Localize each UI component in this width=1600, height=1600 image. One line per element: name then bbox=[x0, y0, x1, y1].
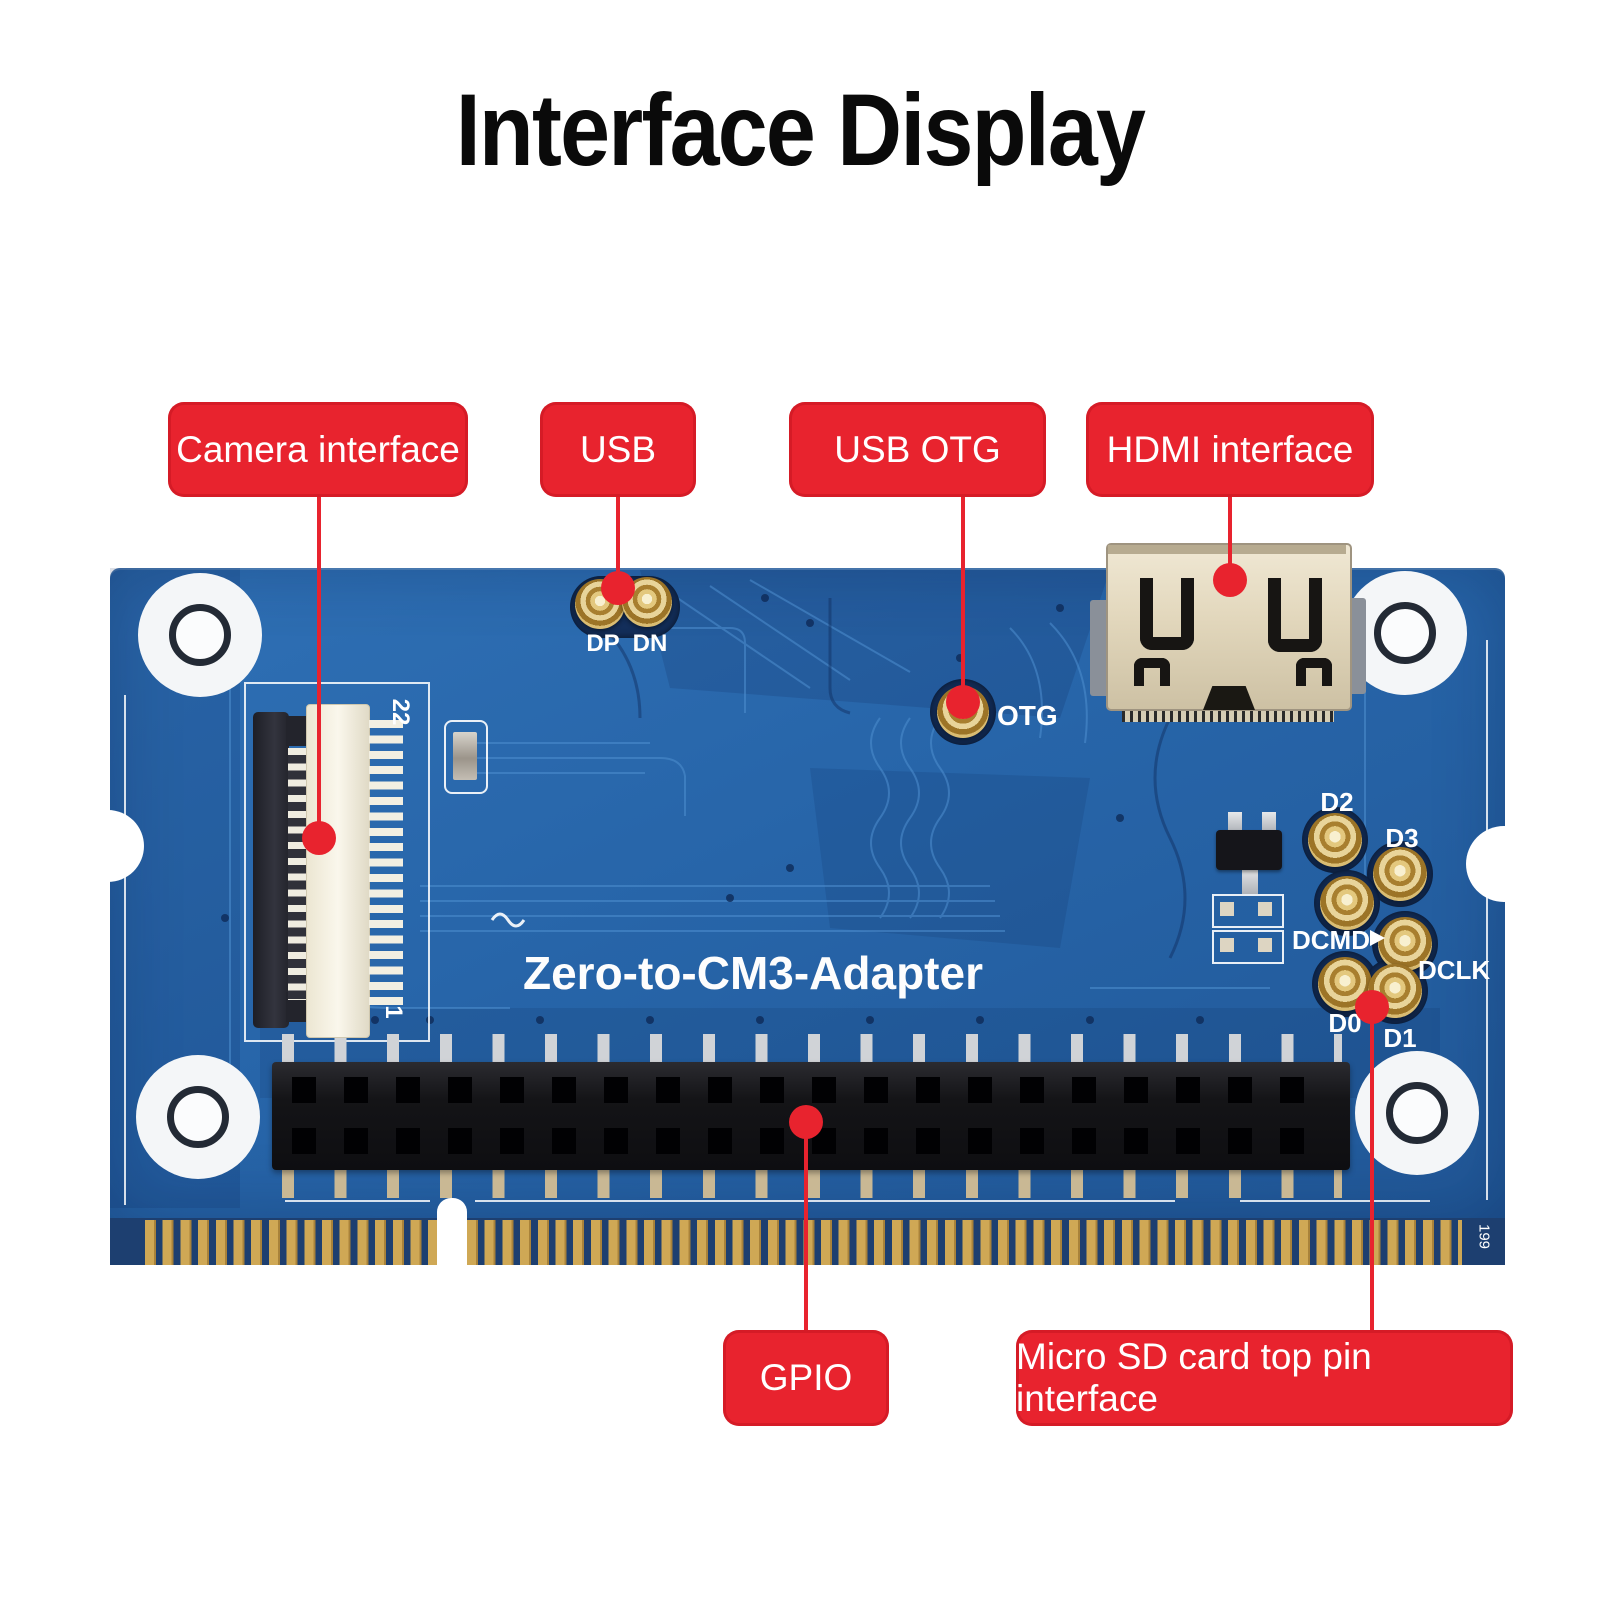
silk-bottom-dash bbox=[1240, 1200, 1430, 1202]
silk-bottom-dash bbox=[475, 1200, 1175, 1202]
microsd-leader-dot bbox=[1355, 990, 1389, 1024]
callout-usb-otg: USB OTG bbox=[789, 402, 1046, 497]
sd-dclk-pogo-pin bbox=[1378, 917, 1432, 971]
silk-ffc-pin22-label: 22 bbox=[387, 698, 414, 726]
callout-camera-interface: Camera interface bbox=[168, 402, 468, 497]
silk-d1-label: D1 bbox=[1383, 1023, 1417, 1053]
hdmi-leader-dot bbox=[1213, 563, 1247, 597]
sot23-transistor bbox=[1216, 830, 1282, 870]
hdmi-cutout-u-left bbox=[1140, 578, 1194, 650]
gpio-solder-pins-top bbox=[282, 1034, 1342, 1062]
usb-otg-leader-line bbox=[961, 497, 965, 702]
transistor-lead bbox=[1242, 868, 1258, 894]
solder-pad bbox=[1258, 938, 1272, 952]
silk-left-line bbox=[124, 695, 126, 1205]
usb-otg-leader-dot bbox=[946, 685, 980, 719]
silk-d3-label: D3 bbox=[1385, 823, 1419, 853]
silkscreen-pad-box bbox=[1212, 930, 1284, 964]
microsd-leader-line bbox=[1370, 1007, 1374, 1330]
smd-capacitor bbox=[453, 732, 477, 780]
callout-hdmi-interface: HDMI interface bbox=[1086, 402, 1374, 497]
gpio-leader-dot bbox=[789, 1105, 823, 1139]
hdmi-cutout-u-right bbox=[1268, 578, 1322, 652]
hdmi-center-tab bbox=[1203, 686, 1255, 710]
silk-dcmd-label: DCMD bbox=[1292, 925, 1370, 955]
gpio-leader-line bbox=[804, 1122, 808, 1330]
sd-d3-pogo-pin bbox=[1373, 847, 1427, 901]
camera-leader-line bbox=[317, 497, 321, 838]
camera-connector-pins-left bbox=[288, 748, 308, 1000]
gold-fingers-right bbox=[467, 1220, 1462, 1265]
board-left-notch bbox=[72, 810, 144, 882]
board-name-silkscreen: Zero-to-CM3-Adapter bbox=[523, 947, 983, 999]
sd-dcmd-pogo-pin bbox=[1320, 876, 1374, 930]
silk-ffc-pin1-label: 1 bbox=[380, 1005, 407, 1019]
hdmi-cutout-n-left bbox=[1134, 658, 1170, 686]
smd-capacitor-silkscreen bbox=[444, 720, 488, 794]
hdmi-connector-top-edge bbox=[1108, 545, 1346, 554]
silk-otg-label: OTG bbox=[997, 700, 1058, 731]
sd-d2-pogo-pin bbox=[1308, 813, 1362, 867]
silk-edge-code: 199 bbox=[1475, 1223, 1493, 1250]
mounting-hole-ring bbox=[169, 604, 231, 666]
usb-leader-line bbox=[616, 497, 620, 588]
silkscreen-pad-box bbox=[1212, 894, 1284, 928]
solder-pad bbox=[1258, 902, 1272, 916]
callout-usb: USB bbox=[540, 402, 696, 497]
gold-fingers-left bbox=[145, 1220, 437, 1265]
camera-leader-dot bbox=[302, 821, 336, 855]
silk-dclk-label: DCLK bbox=[1418, 955, 1491, 985]
usb-leader-dot bbox=[601, 571, 635, 605]
mounting-hole-top-left bbox=[138, 573, 262, 697]
solder-pad bbox=[1220, 938, 1234, 952]
transistor-lead bbox=[1228, 812, 1242, 832]
mounting-hole-ring bbox=[167, 1086, 229, 1148]
silk-dn-label: DN bbox=[632, 630, 668, 657]
board-right-notch bbox=[1466, 826, 1542, 902]
callout-gpio: GPIO bbox=[723, 1330, 889, 1426]
dcmd-arrow-icon bbox=[1370, 930, 1385, 946]
silk-bottom-dash bbox=[285, 1200, 430, 1202]
callout-microsd-interface: Micro SD card top pin interface bbox=[1016, 1330, 1513, 1426]
gpio-holes-row1 bbox=[292, 1077, 1332, 1103]
hdmi-leader-line bbox=[1228, 497, 1232, 580]
solder-pad bbox=[1220, 902, 1234, 916]
hdmi-cutout-n-right bbox=[1296, 658, 1332, 686]
silk-d2-label: D2 bbox=[1320, 787, 1354, 817]
page-title: Interface Display bbox=[455, 73, 1146, 187]
gpio-solder-pins-bottom bbox=[282, 1170, 1342, 1198]
camera-connector-pins-right bbox=[369, 720, 403, 1012]
edge-connector-key-notch bbox=[437, 1198, 467, 1266]
mounting-hole-bottom-left bbox=[136, 1055, 260, 1179]
mounting-hole-bottom-right bbox=[1355, 1051, 1479, 1175]
silk-right-line bbox=[1486, 640, 1488, 1200]
camera-connector-latch bbox=[253, 712, 289, 1028]
transistor-lead bbox=[1262, 812, 1276, 832]
silk-dp-label: DP bbox=[586, 630, 620, 657]
camera-connector-body bbox=[306, 704, 370, 1038]
mounting-hole-ring bbox=[1386, 1082, 1448, 1144]
mounting-hole-ring bbox=[1374, 602, 1436, 664]
